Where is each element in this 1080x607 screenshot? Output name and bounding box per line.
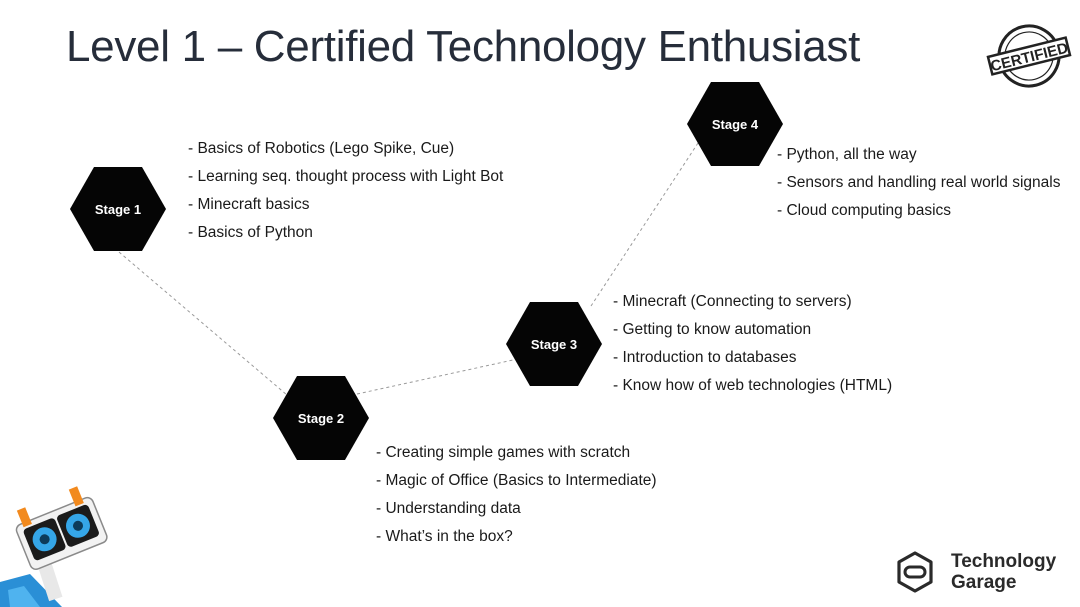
connector-1-2 [118,251,288,396]
stage-1-label: Stage 1 [94,201,142,217]
stage-2-hexagon: Stage 2 [273,376,369,460]
stage-4-hexagon: Stage 4 [687,82,783,166]
technology-garage-brand: Technology Garage [893,550,1056,594]
list-item: - Basics of Python [188,224,313,241]
brand-name: Technology Garage [951,551,1056,593]
list-item: - Getting to know automation [613,321,812,338]
connector-3-4 [590,139,701,307]
stage-3-label: Stage 3 [530,336,578,352]
stage-3-hexagon: Stage 3 [506,302,602,386]
list-item: - What’s in the box? [376,528,513,545]
stage-4-list: - Python, all the way - Sensors and hand… [777,141,1060,225]
list-item: - Cloud computing basics [777,202,952,219]
slide-title: Level 1 – Certified Technology Enthusias… [66,22,861,71]
stage-2-list: - Creating simple games with scratch - M… [376,439,657,551]
list-item: - Minecraft (Connecting to servers) [613,293,852,310]
technology-garage-logo-icon [897,551,933,593]
stage-1-hexagon: Stage 1 [70,167,166,251]
list-item: - Introduction to databases [613,349,797,366]
list-item: - Magic of Office (Basics to Intermediat… [376,472,657,489]
list-item: - Python, all the way [777,146,917,163]
list-item: - Basics of Robotics (Lego Spike, Cue) [188,140,455,157]
stage-3-list: - Minecraft (Connecting to servers) - Ge… [613,288,892,400]
list-item: - Minecraft basics [188,196,310,213]
stage-1-list: - Basics of Robotics (Lego Spike, Cue) -… [188,135,503,247]
connector-2-3 [356,359,514,395]
brand-line-1: Technology [951,551,1057,572]
stage-2-label: Stage 2 [297,410,345,426]
list-item: - Understanding data [376,500,521,517]
list-item: - Creating simple games with scratch [376,444,631,461]
list-item: - Learning seq. thought process with Lig… [188,168,504,185]
robot-mascot-icon [0,486,108,607]
stage-4-label: Stage 4 [711,116,759,132]
certified-stamp-icon: CERTIFIED [986,24,1072,88]
brand-line-2: Garage [951,572,1017,593]
list-item: - Sensors and handling real world signal… [777,174,1061,191]
list-item: - Know how of web technologies (HTML) [613,377,893,394]
